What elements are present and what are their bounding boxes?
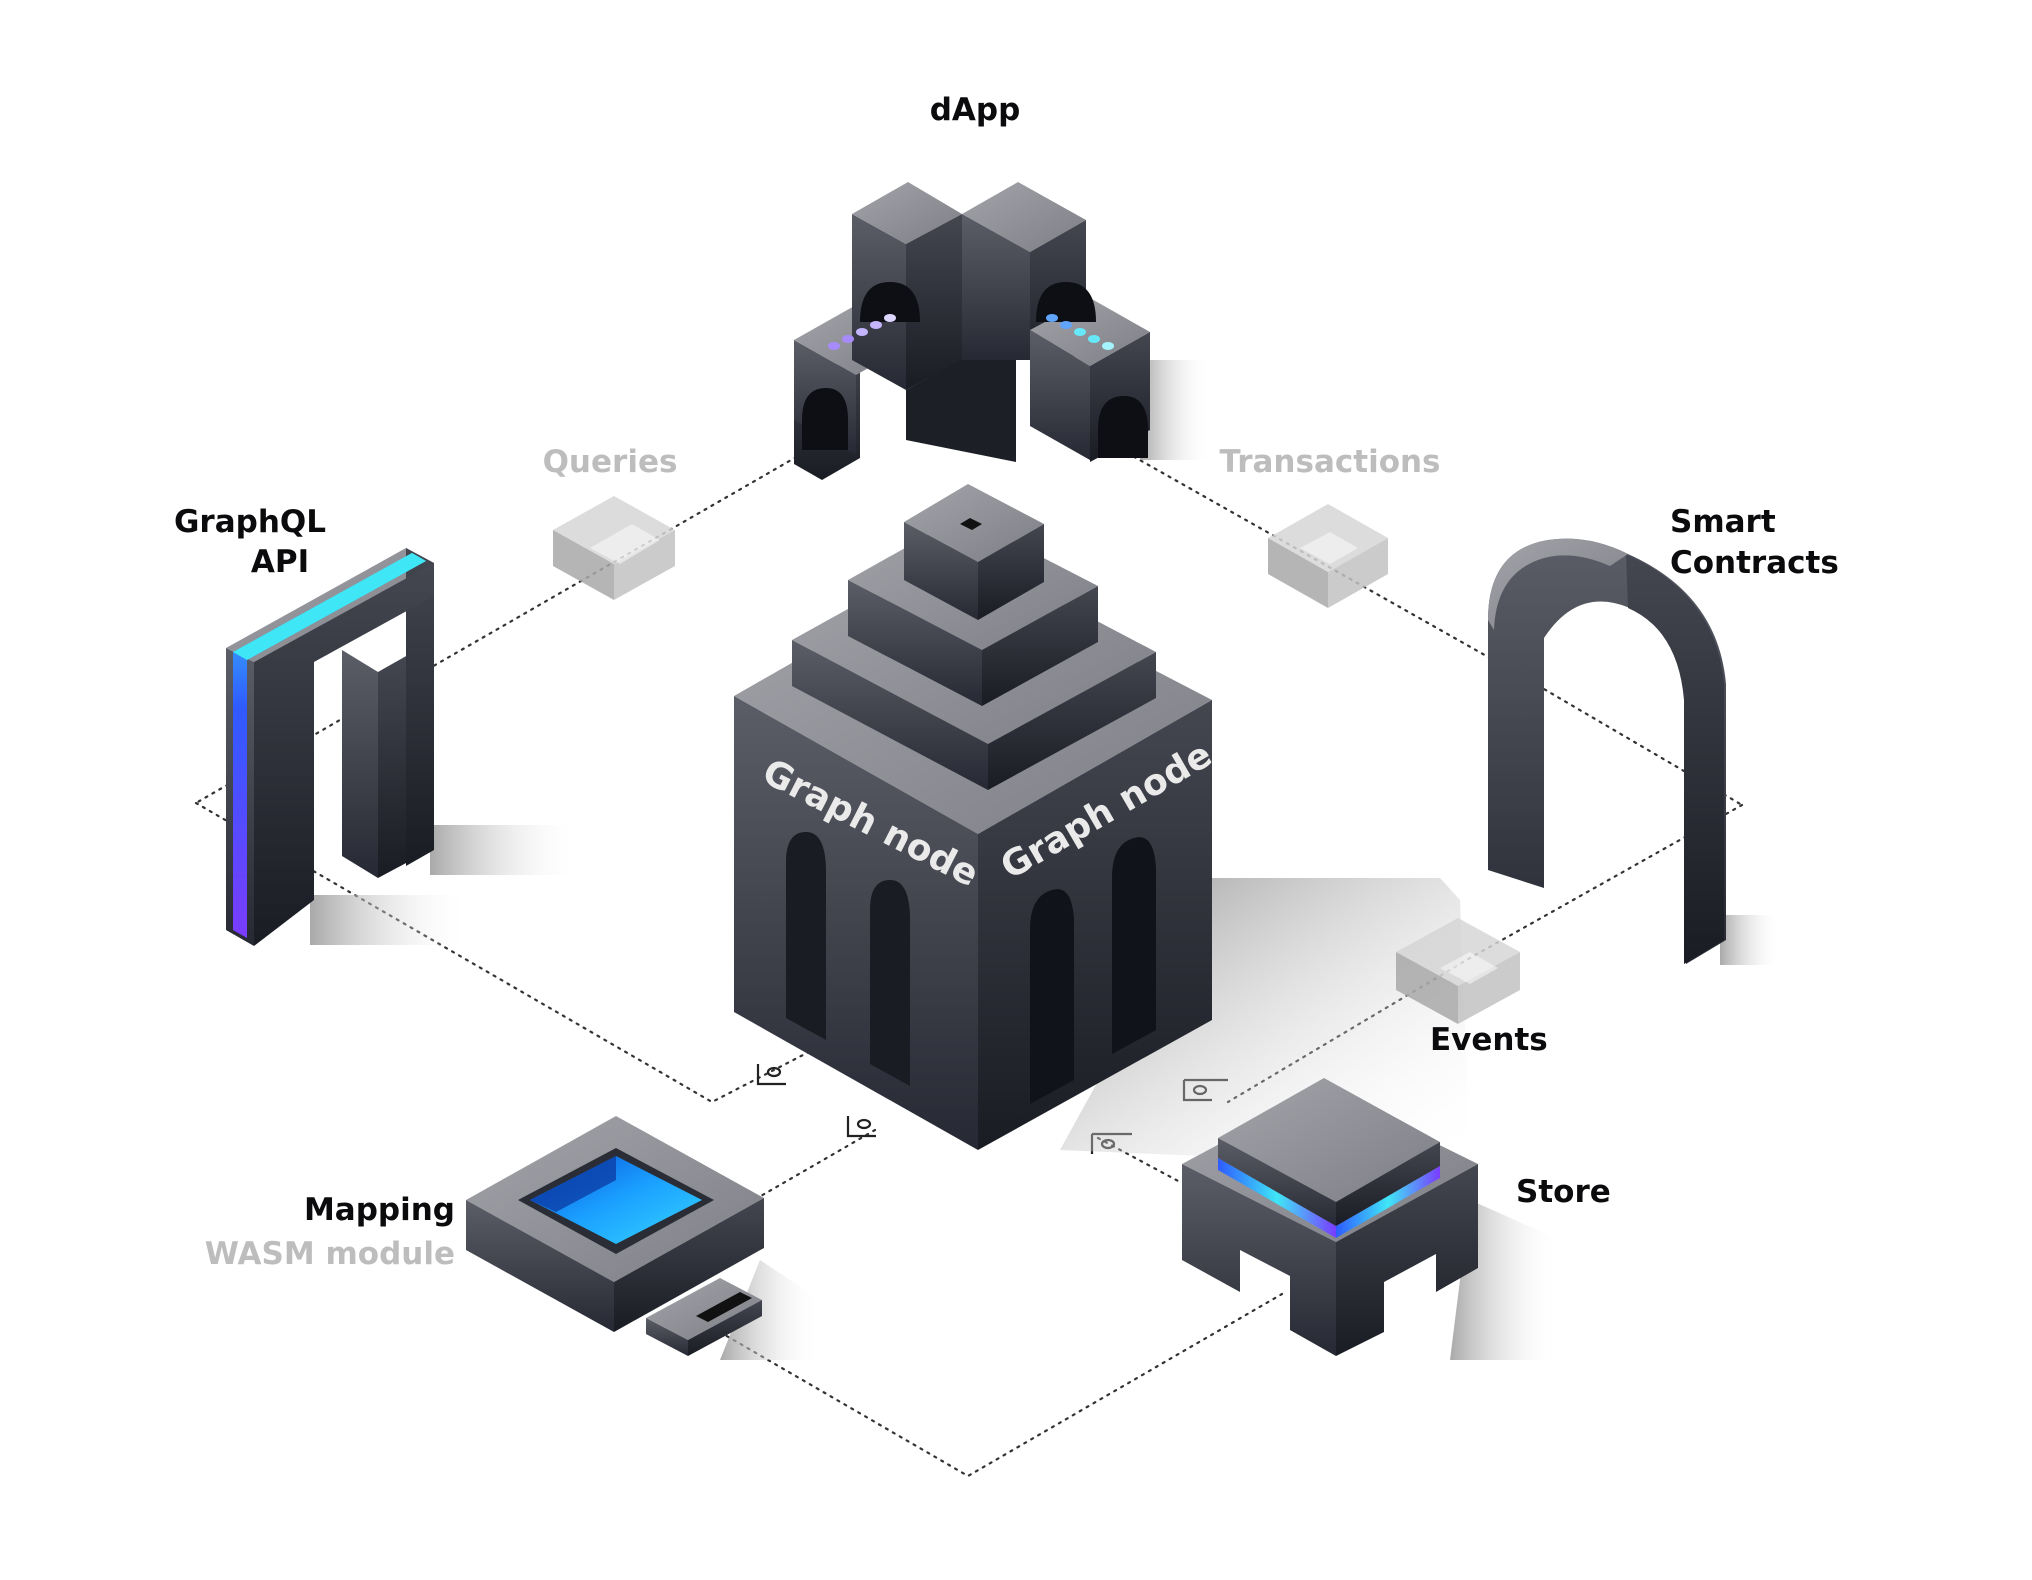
dapp-label: dApp xyxy=(929,92,1021,128)
graphql-shadow-2 xyxy=(310,895,470,945)
port-marker-2 xyxy=(846,1116,876,1138)
store-label: Store xyxy=(1516,1174,1611,1210)
smart-contracts-label-line2: Contracts xyxy=(1670,545,1839,581)
queries-glass-cube xyxy=(553,496,675,600)
graphql-api-gate xyxy=(226,548,434,946)
smart-contracts-shadow xyxy=(1720,915,1780,965)
events-label: Events xyxy=(1430,1022,1548,1058)
transactions-label: Transactions xyxy=(1219,444,1441,480)
graph-node-shadow xyxy=(1060,878,1470,1160)
port-marker-1 xyxy=(756,1064,786,1086)
graph-node-top-hole xyxy=(960,518,982,530)
dapp-right-lights xyxy=(1046,314,1114,350)
dapp-left-lights xyxy=(828,314,896,350)
mapping-label: Mapping xyxy=(303,1192,455,1228)
line-dapp-to-smart-contracts xyxy=(1090,431,1744,807)
smart-contracts-arch xyxy=(1488,538,1726,964)
dapp-shadow xyxy=(1140,360,1210,460)
graphql-label-line2: API xyxy=(250,544,310,580)
wasm-module-label: WASM module xyxy=(204,1236,455,1272)
graph-node-building: Graph node Graph node xyxy=(734,484,1219,1150)
graphql-shadow xyxy=(430,825,580,875)
transactions-glass-cube xyxy=(1268,504,1388,608)
graphql-label-line1: GraphQL xyxy=(173,504,327,540)
smart-contracts-label-line1: Smart xyxy=(1670,504,1776,540)
dapp-building xyxy=(794,182,1150,480)
events-glass-cube xyxy=(1396,918,1520,1024)
graph-node-left-arches xyxy=(786,832,910,1086)
mapping-wasm-module xyxy=(466,1116,764,1356)
store-accent-band xyxy=(1218,1158,1336,1238)
graph-node-right-arches xyxy=(1030,837,1156,1104)
store-building xyxy=(1182,1078,1478,1356)
queries-label: Queries xyxy=(542,444,678,480)
line-mapping-to-store xyxy=(704,1292,1284,1478)
mapping-shadow xyxy=(720,1260,820,1360)
